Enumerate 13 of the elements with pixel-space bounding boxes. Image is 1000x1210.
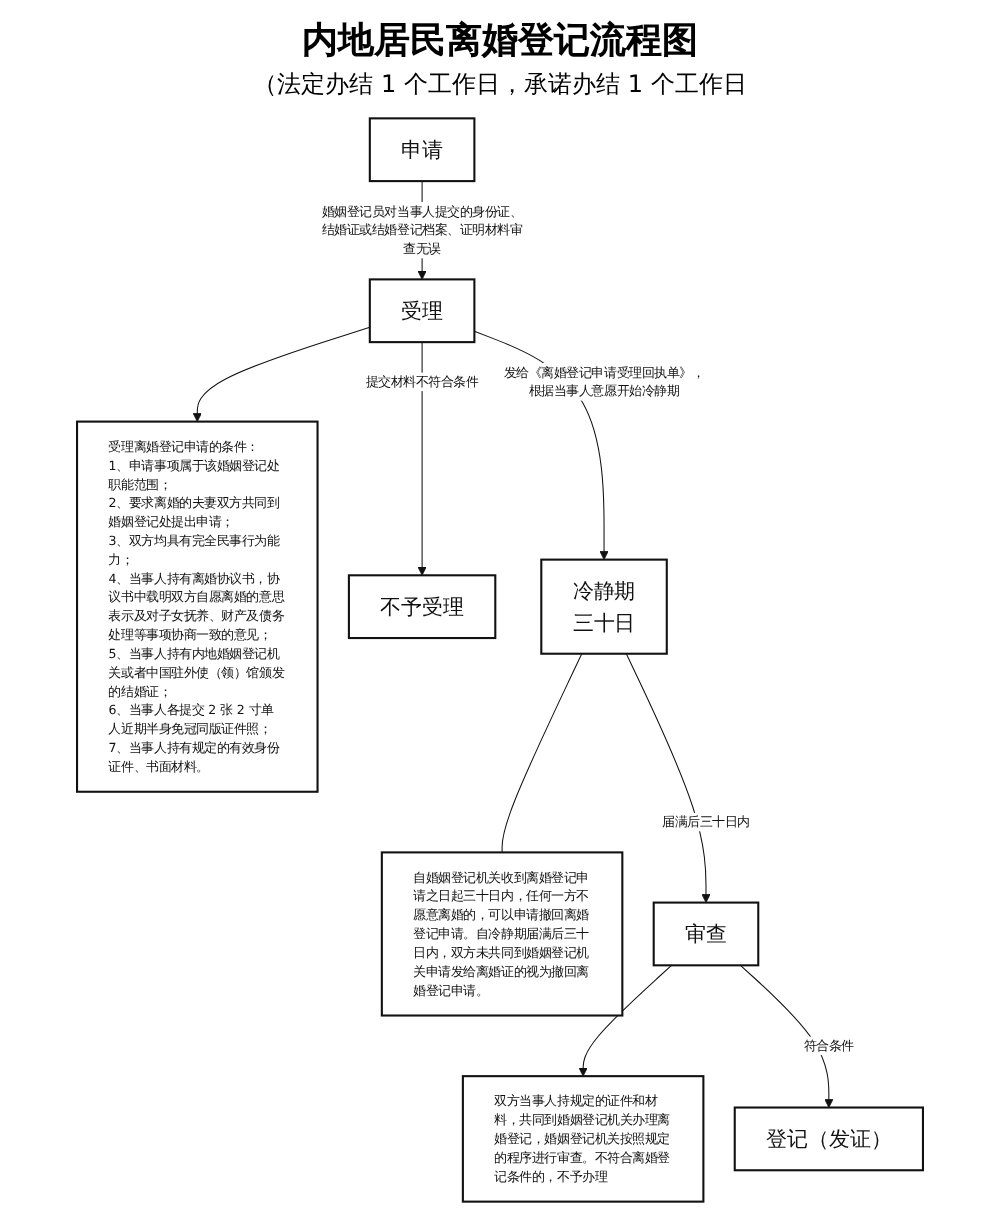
arrow (192, 326, 371, 422)
arrow (625, 653, 711, 903)
arrow (417, 341, 427, 576)
subtitle: （法定办结 1 个工作日，承诺办结 1 个工作日 (253, 68, 747, 102)
node-box: 冷静期 三十日 (540, 558, 668, 655)
node-box: 受理 (368, 278, 476, 344)
diagram-title: 内地居民离婚登记流程图 (302, 18, 698, 64)
connector (501, 653, 583, 853)
node-box: 申请 (368, 117, 476, 183)
node-box: 审查 (652, 901, 760, 967)
arrow (578, 964, 673, 1077)
node-box: 登记（发证） (733, 1106, 924, 1172)
node-box: 不予受理 (347, 574, 497, 640)
